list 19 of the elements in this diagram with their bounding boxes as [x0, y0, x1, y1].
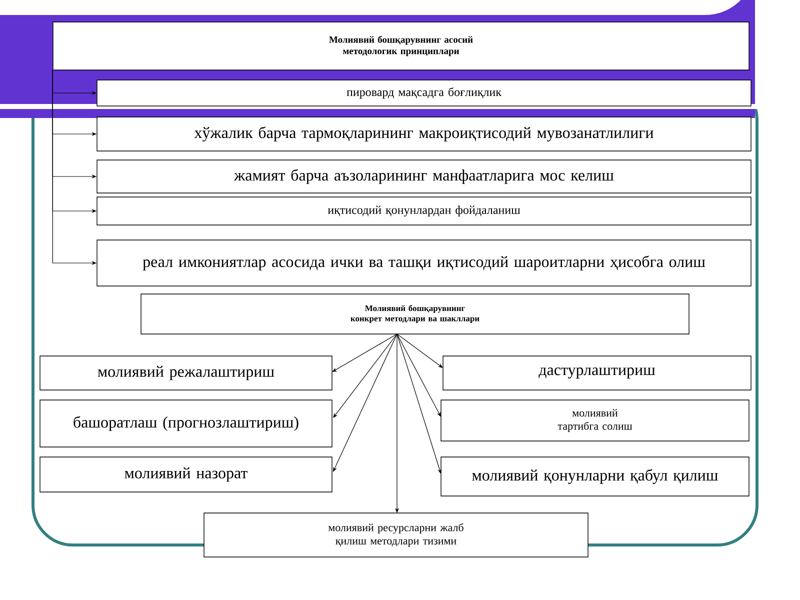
text-box: молиявий режалаштириш	[40, 356, 332, 390]
arrow	[332, 334, 398, 372]
arrow	[333, 334, 398, 418]
text-box: жамият барча аъзоларининг манфаатларига мос келиш	[96, 160, 752, 194]
text-box: молиявий қонунларни қабул қилиш	[440, 456, 750, 496]
arrow	[396, 334, 441, 417]
text-box: реал имкониятлар асосида ички ва ташқи иқтисодий шароитларни ҳисобга олиш	[96, 240, 752, 286]
arrow	[396, 334, 443, 368]
text-box: Молиявий бошқарувнинг конкрет методлари ва шакллари	[140, 294, 690, 334]
text-box: хўжалик барча тармоқларининг макроиқтисодий мувозанатлилиги	[96, 116, 752, 152]
text-box: дастурлаштириш	[442, 356, 752, 390]
text-box: иқтисодий қонунлардан фойдаланиш	[96, 196, 752, 226]
text-box: молиявий тартибга солиш	[440, 400, 750, 442]
text-box: молиявий назорат	[40, 456, 332, 492]
arrow	[396, 334, 442, 474]
text-box: башоратлаш (прогнозлаштириш)	[40, 400, 332, 448]
text-box: молиявий ресурсларни жалб қилиш методлари тизими	[204, 512, 588, 558]
arrow	[333, 334, 398, 472]
text-box: Молиявий бошқарувнинг асосий методологик принциплари	[52, 22, 750, 70]
